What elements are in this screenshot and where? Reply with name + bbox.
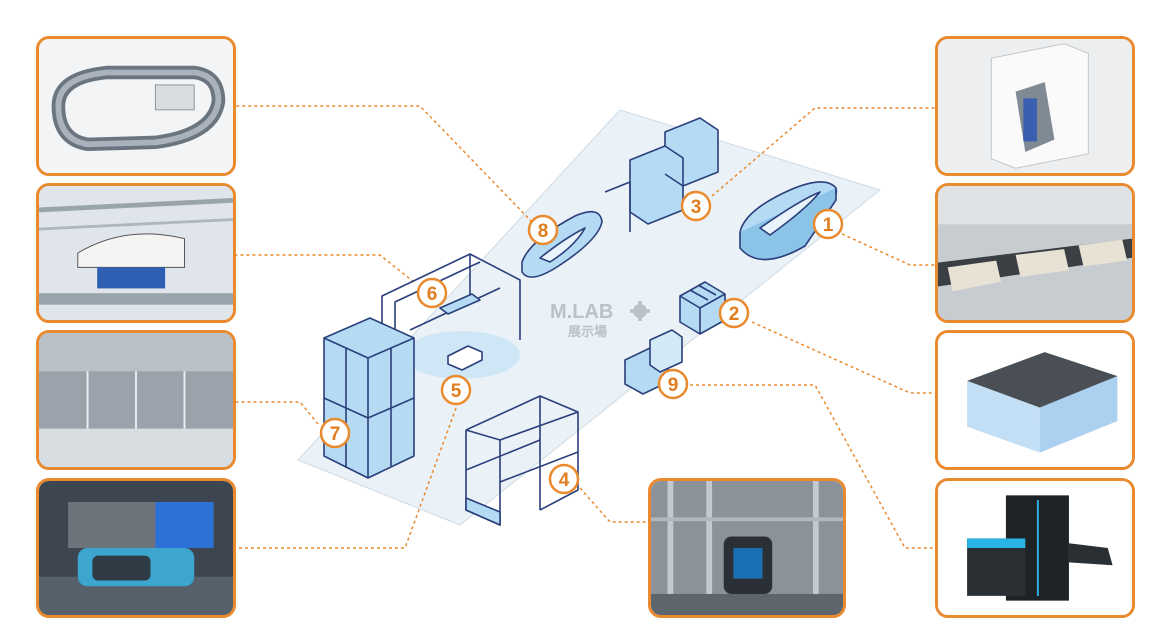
badge-6-label: 6: [427, 284, 438, 305]
amr-tote-carrier-photo: [36, 478, 236, 618]
leader-line-8: [236, 105, 533, 223]
badge-2: 2: [718, 297, 750, 329]
gear-icon: [630, 301, 650, 321]
automated-storage-cabinet-photo: [935, 36, 1135, 176]
badge-6: 6: [416, 277, 448, 309]
leader-line-4: [579, 487, 650, 523]
cabinet-equipment: [604, 117, 719, 232]
badge-5: 5: [440, 374, 472, 406]
badge-8: 8: [527, 214, 559, 246]
scanner-equipment: [624, 329, 683, 395]
badge-1-label: 1: [823, 215, 834, 236]
badge-3: 3: [680, 190, 712, 222]
loop-track-conveyor-photo: [36, 36, 236, 176]
gantry-equipment: [381, 253, 521, 340]
badge-4: 4: [548, 463, 580, 495]
center-logo: M.LAB 展示場: [550, 301, 650, 339]
robotic-sorter-unit-photo: [935, 330, 1135, 470]
badge-9: 9: [657, 368, 689, 400]
leader-line-1: [841, 233, 937, 266]
badge-2-label: 2: [729, 304, 740, 325]
badge-8-label: 8: [538, 221, 549, 242]
badge-4-label: 4: [559, 470, 570, 491]
loop-sorter-equipment: [739, 181, 838, 261]
badge-9-label: 9: [668, 375, 679, 396]
shuttle-rack-robot-photo: [648, 478, 846, 618]
badge-5-label: 5: [451, 381, 462, 402]
sorter-box-equipment: [679, 281, 726, 335]
logo-text: M.LAB: [550, 301, 613, 323]
overhead-gantry-robot-photo: [36, 183, 236, 323]
amr-zone: [404, 331, 520, 379]
vertical-lift-module-photo: [36, 330, 236, 470]
tower-storage-equipment: [323, 317, 415, 479]
leader-line-5: [236, 407, 457, 549]
sortation-conveyor-photo: [935, 183, 1135, 323]
leader-line-6: [236, 254, 415, 283]
badge-3-label: 3: [691, 197, 702, 218]
shuttle-rack-equipment: [465, 395, 579, 526]
leader-line-7: [236, 401, 319, 425]
xray-scanner-machine-photo: [935, 478, 1135, 618]
logo-subtitle: 展示場: [568, 324, 607, 339]
badge-7-label: 7: [330, 424, 341, 445]
badge-1: 1: [812, 208, 844, 240]
leader-line-9: [690, 384, 937, 549]
badge-7: 7: [319, 417, 351, 449]
leader-line-2: [751, 321, 937, 394]
leader-line-3: [711, 107, 937, 197]
